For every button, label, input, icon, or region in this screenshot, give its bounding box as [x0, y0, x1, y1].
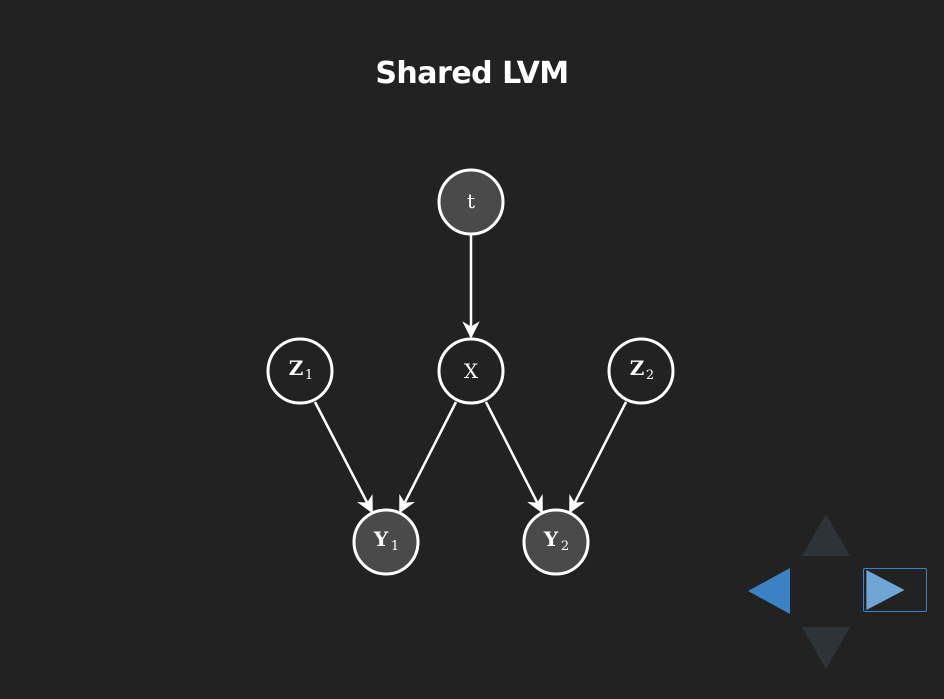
nav-left-button[interactable] — [746, 568, 790, 614]
edge-z2-to-y2 — [568, 401, 628, 514]
triangle-right-icon — [866, 569, 905, 611]
triangle-left-icon — [748, 568, 790, 614]
node-x-label: X — [464, 359, 479, 383]
node-y2-label: Y — [543, 527, 559, 551]
node-y2: Y 2 — [522, 508, 590, 576]
edge-x-to-y2 — [484, 401, 544, 514]
node-y1-subscript: 1 — [391, 539, 399, 554]
edge-x-to-y1 — [398, 401, 458, 514]
edge-z1-to-y1 — [313, 401, 374, 514]
nav-down-button[interactable] — [802, 627, 850, 669]
node-z1: Z 1 — [266, 337, 334, 405]
nav-right-button[interactable] — [863, 568, 927, 612]
node-z1-label: Z — [289, 356, 304, 380]
node-t-label: t — [467, 189, 475, 213]
node-t: t — [437, 168, 505, 236]
node-z1-subscript: 1 — [305, 368, 313, 383]
slide-title: Shared LVM — [375, 56, 569, 91]
node-y1-label: Y — [373, 527, 389, 551]
nav-up-button[interactable] — [802, 514, 850, 556]
node-x: X — [437, 337, 505, 405]
node-y2-subscript: 2 — [561, 539, 569, 554]
node-z2: Z 2 — [607, 337, 675, 405]
triangle-down-icon — [802, 627, 850, 669]
node-z2-label: Z — [630, 356, 645, 380]
node-z2-subscript: 2 — [646, 368, 654, 383]
triangle-up-icon — [802, 514, 850, 556]
node-y1: Y 1 — [352, 508, 420, 576]
